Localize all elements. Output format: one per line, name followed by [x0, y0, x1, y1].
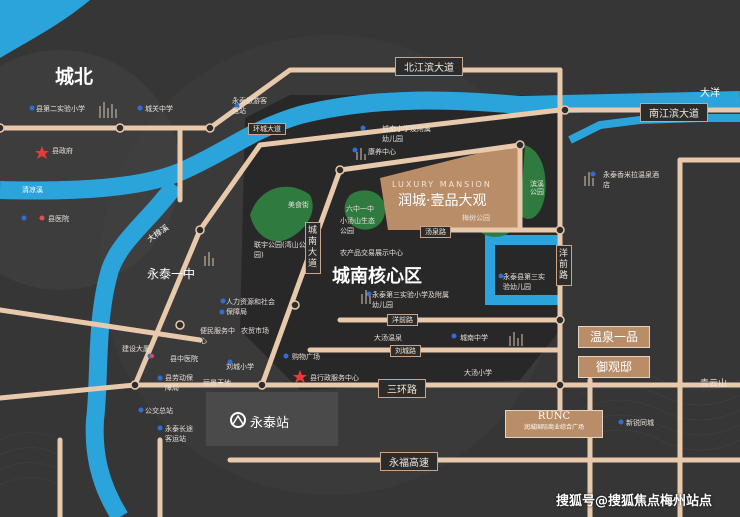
- poi-xingzheng-fuwu[interactable]: 县行政服务中心: [310, 374, 359, 382]
- poi-luyou-keyunzhan[interactable]: 永泰旅游客运站: [232, 97, 267, 115]
- poi-bianmin-fuwu[interactable]: 便民服务中心: [200, 327, 235, 345]
- poi-yongtai-keyun[interactable]: 永泰长途客运站: [165, 425, 193, 443]
- badge-runc-title: RUNC: [537, 411, 571, 422]
- poi-xian-laodong[interactable]: 县劳动保障局: [165, 374, 193, 392]
- poi-chengnan-xiaoxue[interactable]: 城南小学及附属幼儿园: [382, 125, 431, 143]
- poi-jianshe-dasha[interactable]: 建设大厦: [122, 345, 150, 353]
- road-yangqian[interactable]: 洋前路: [556, 245, 572, 286]
- poi-liujiao-tiandi[interactable]: 丽景天地: [203, 379, 231, 387]
- road-xiangyang[interactable]: 洋前路: [387, 314, 418, 326]
- road-beijiang-bin[interactable]: 北江滨大道: [395, 57, 463, 76]
- project-name-cn[interactable]: 润城·壹品大观: [398, 193, 487, 209]
- district-chengbei: 城北: [55, 66, 94, 88]
- poi-yongtai-sanshi[interactable]: 永泰第三实验小学及附属幼儿园: [372, 291, 449, 309]
- poi-yongtai-station[interactable]: 永泰站: [250, 416, 290, 431]
- road-tangquan[interactable]: 汤泉路: [420, 226, 451, 238]
- poi-datang-wenquan[interactable]: 大汤温泉: [374, 334, 402, 342]
- poi-xian-zhongyi[interactable]: 县中医院: [170, 355, 198, 363]
- poi-renli-ziyuan[interactable]: 人力资源和社会保障局: [226, 298, 275, 316]
- poi-gongjiaozong[interactable]: 公交总站: [145, 407, 173, 415]
- admin-center-star: [293, 370, 307, 383]
- poi-yongtai-sansan[interactable]: 永泰县第三实验幼儿园: [503, 273, 545, 291]
- road-yongfu-gaosu[interactable]: 永福高速: [380, 452, 438, 471]
- poi-meishugongyuan[interactable]: 梅树公园: [462, 214, 490, 222]
- poi-gouwu-guangchang[interactable]: 购物广场: [292, 353, 320, 361]
- project-name-en: LUXURY MANSION: [392, 180, 492, 189]
- project-block: [380, 143, 519, 230]
- poi-chengnan-zhongxue[interactable]: 城南中学: [460, 334, 488, 342]
- poi-xian-er-shiyan[interactable]: 县第二实验小学: [36, 105, 85, 113]
- road-liucheng[interactable]: 刘城路: [390, 345, 421, 357]
- poi-yongtai-xianmila[interactable]: 永泰香米拉温泉酒店: [603, 171, 659, 189]
- poi-nongmao-shichang[interactable]: 农贸市场: [241, 327, 269, 335]
- poi-binxi-gongyuan[interactable]: 滨溪公园: [530, 180, 544, 196]
- poi-kangyang[interactable]: 康养中心: [368, 148, 396, 156]
- badge-runc-subtitle: 润城国际商业综合广场: [523, 424, 584, 431]
- poi-lianmeng-gongyuan[interactable]: 联宇公园(湾山公园): [254, 241, 306, 259]
- watermark: 搜狐号@搜狐焦点梅州站点: [556, 494, 713, 509]
- poi-xianyiyuan[interactable]: 县医院: [48, 215, 69, 223]
- poi-xiaotangshan[interactable]: 小汤山生态公园: [340, 217, 375, 235]
- poi-xianzhengfu[interactable]: 县政府: [52, 147, 73, 155]
- district-chengnan-core: 城南核心区: [332, 266, 422, 287]
- road-nanjiang-bin[interactable]: 南江滨大道: [640, 103, 708, 122]
- road-left-ring[interactable]: 环城大道: [248, 123, 286, 135]
- poi-dongfeng-xiaoxue[interactable]: 刘城小学: [226, 363, 254, 371]
- badge-wenquan[interactable]: 温泉一品: [578, 326, 650, 348]
- road-san-huan[interactable]: 三环路: [378, 379, 426, 398]
- badge-yuguanxi[interactable]: 御观邸: [578, 356, 650, 378]
- road-chengnan-dadao[interactable]: 城南大道: [305, 222, 321, 274]
- water-da-yang: 大洋: [700, 88, 720, 99]
- county-government-star: [35, 146, 49, 159]
- poi-qingyun-shan[interactable]: 青云山: [700, 379, 728, 389]
- poi-meishijie[interactable]: 美食街: [288, 201, 309, 209]
- poi-nongchanpin[interactable]: 农产品交易展示中心: [340, 249, 403, 257]
- dazhang-river: [85, 179, 183, 517]
- poi-chengguan-zhongxue[interactable]: 城关中学: [145, 105, 173, 113]
- main-river: [0, 91, 740, 200]
- poi-xinguang-tianlei[interactable]: 新锐同城: [626, 419, 654, 427]
- poi-liuzhong-yizhong[interactable]: 六中一中: [346, 205, 374, 213]
- poi-datang-xiaoxue[interactable]: 大汤小学: [464, 369, 492, 377]
- poi-yongtai-yizhong: 永泰一中: [147, 267, 196, 281]
- badge-runc[interactable]: RUNC 润城国际商业综合广场: [505, 410, 603, 438]
- station-icon: [230, 412, 246, 428]
- water-qingliang: 清凉溪: [22, 186, 43, 194]
